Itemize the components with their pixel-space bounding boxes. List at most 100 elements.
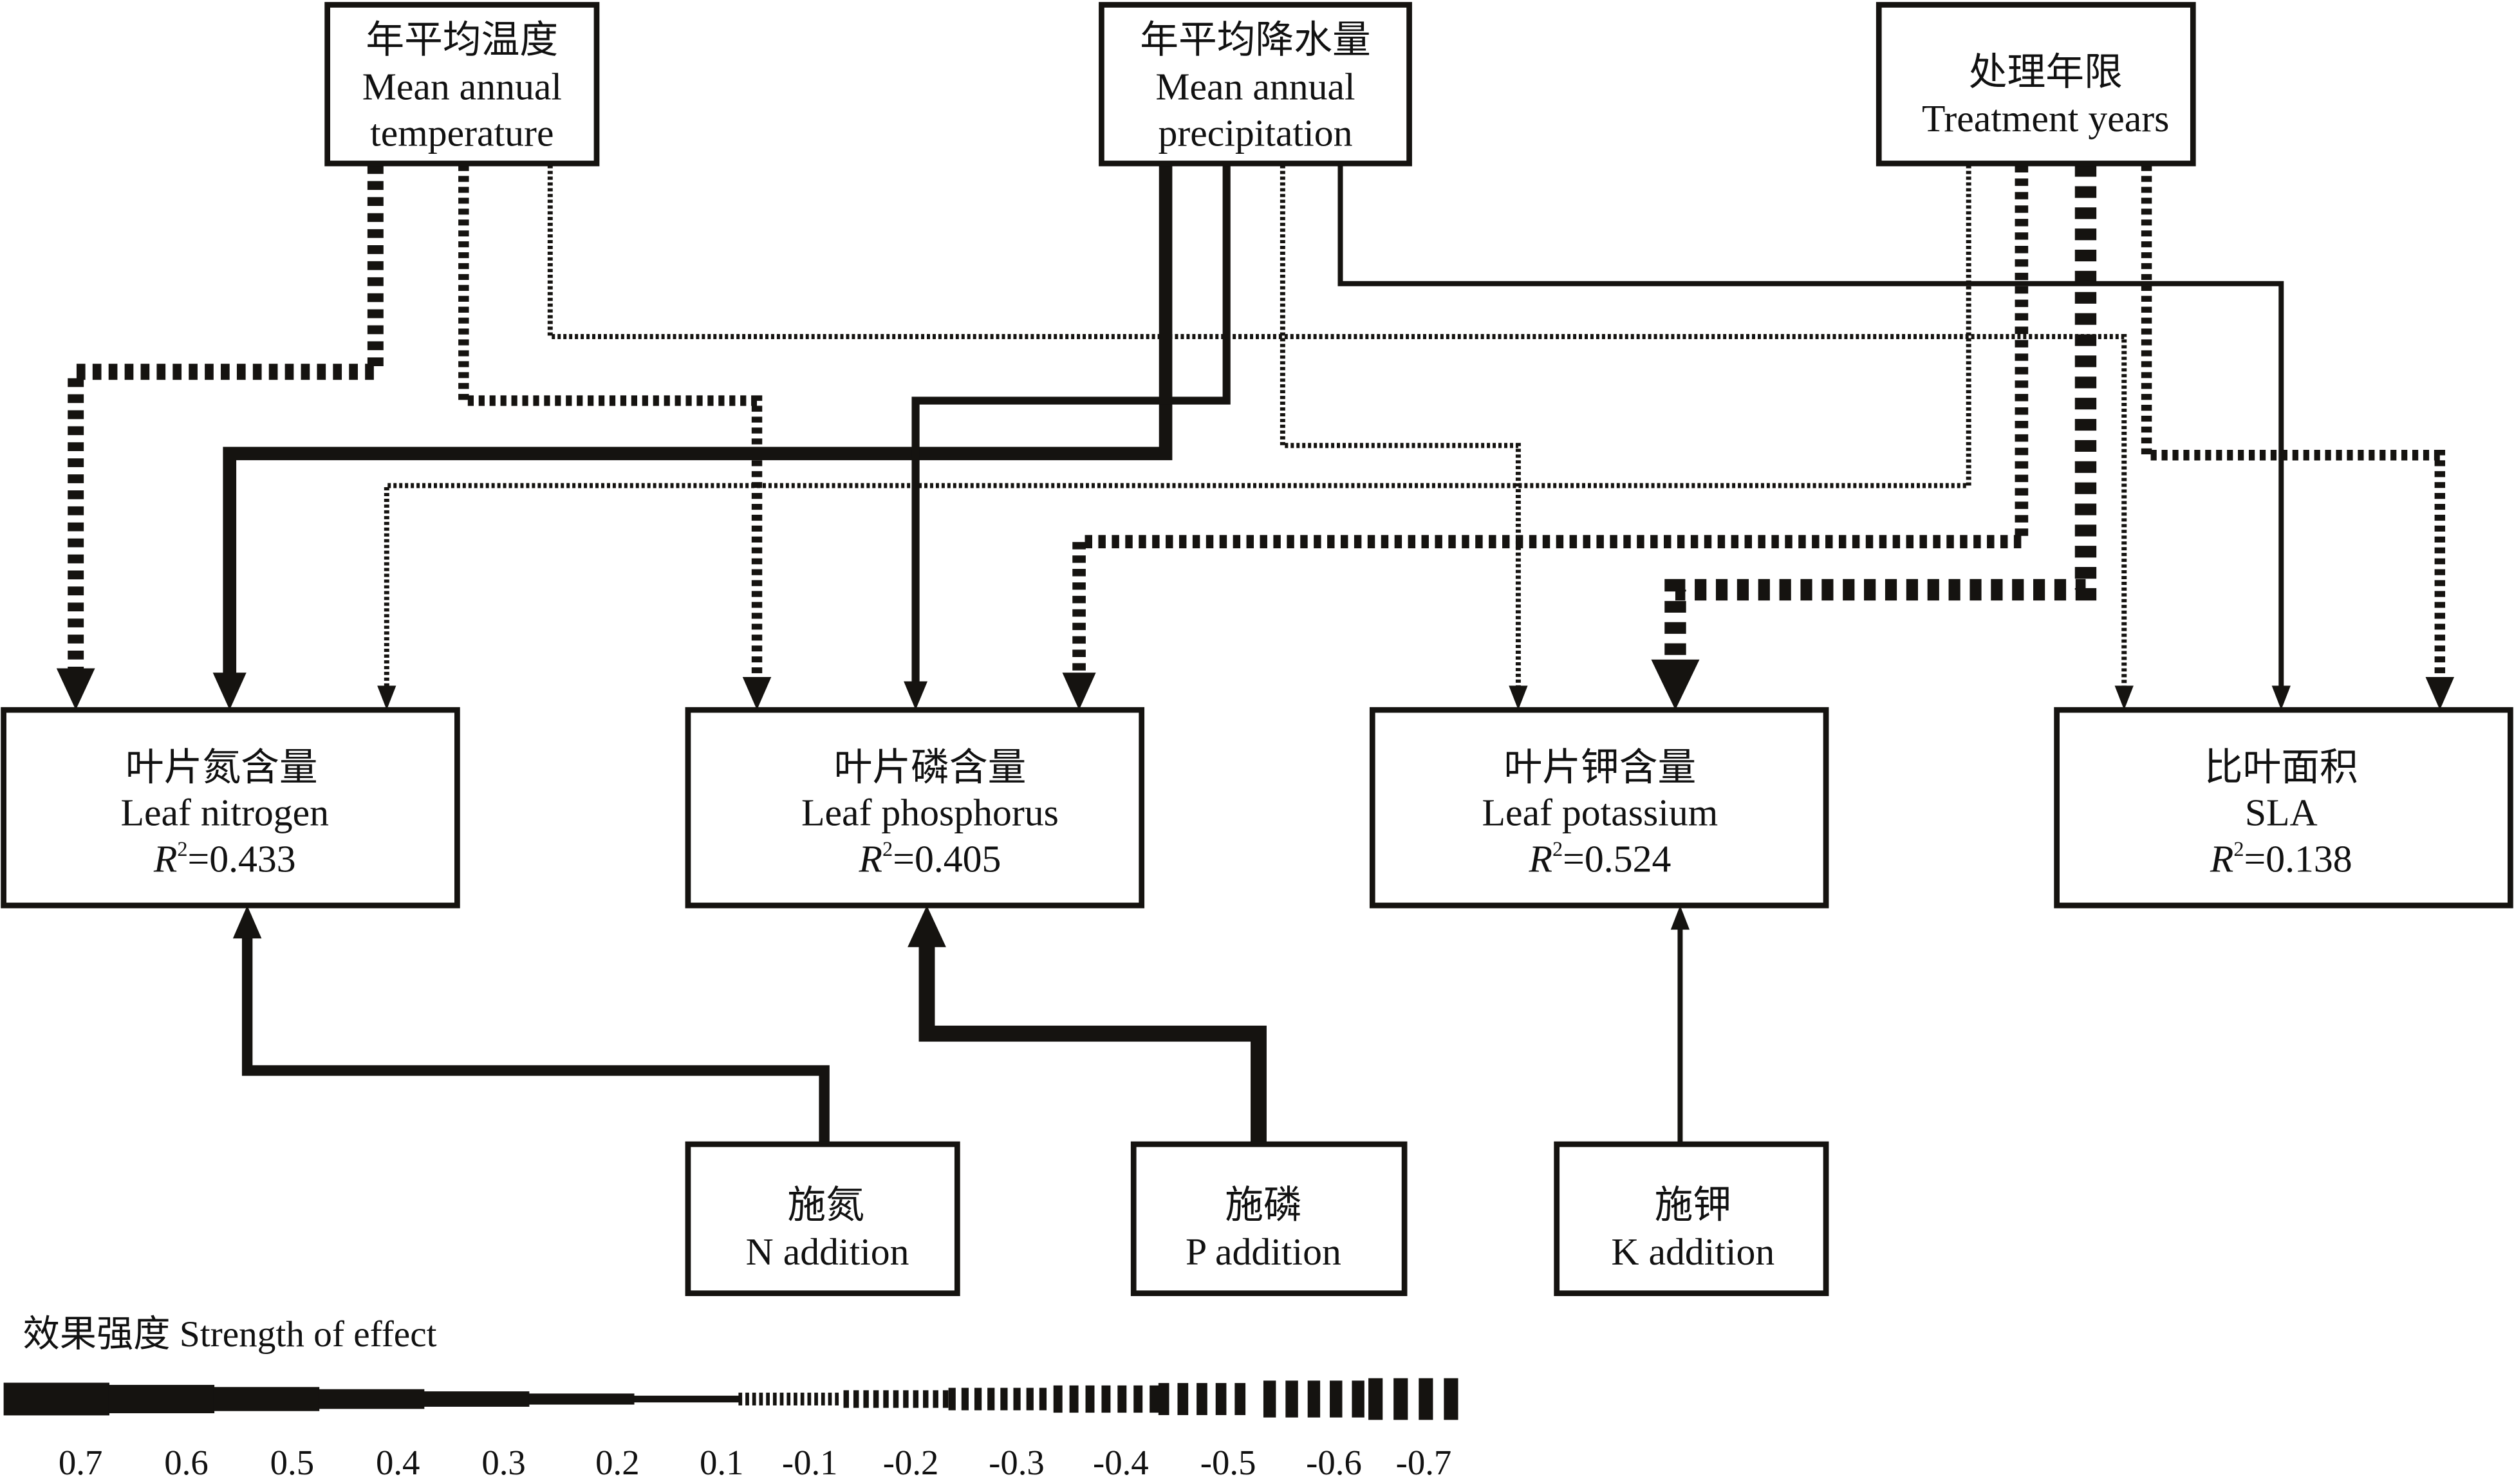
node-label-en: Leaf potassium (1482, 791, 1718, 833)
path-nadd-to-leafN[interactable] (232, 905, 830, 1145)
node-label-zh: 施磷 (1225, 1184, 1302, 1227)
legend-dash-mark (759, 1393, 763, 1405)
path-mat-to-sla[interactable] (547, 165, 2134, 710)
path-ty-to-leafK[interactable] (1651, 165, 2097, 710)
path-mat-to-leafP[interactable] (458, 165, 772, 710)
arrowhead-icon (1509, 685, 1528, 710)
legend-dash-mark (942, 1390, 949, 1408)
legend-dash-mark (752, 1393, 756, 1405)
node-label-zh: 比叶面积 (2204, 747, 2358, 789)
arrowhead-icon (2271, 685, 2291, 710)
legend-tick-label: -0.6 (1306, 1443, 1362, 1481)
legend-segment (1053, 1385, 1159, 1413)
node-leaf-nitrogen[interactable]: 叶片氮含量 Leaf nitrogen R2=0.433 (1, 707, 460, 909)
arrowhead-icon (908, 905, 946, 947)
node-box (1369, 707, 1829, 909)
path-ty-to-sla[interactable] (2141, 165, 2455, 710)
legend-dash-mark (1039, 1387, 1047, 1411)
legend-dash-mark (1285, 1380, 1298, 1418)
path-line (384, 165, 1971, 696)
node-mean-annual-precipitation[interactable]: 年平均降水量 Mean annual precipitation (1099, 2, 1412, 167)
legend-tick-label: 0.2 (595, 1443, 639, 1481)
node-box (1876, 2, 2196, 167)
path-padd-to-leafP[interactable] (908, 905, 1267, 1145)
legend-title: 效果强度 Strength of effect (23, 1314, 437, 1355)
path-kadd-to-leafK[interactable] (1670, 905, 1690, 1145)
legend-segment (633, 1395, 740, 1403)
path-mat-to-leafN[interactable] (56, 165, 384, 710)
node-n-addition[interactable]: 施氮 N addition (685, 1141, 960, 1296)
node-sla[interactable]: 比叶面积 SLA R2=0.138 (2054, 707, 2513, 909)
r-squared: R2=0.433 (153, 838, 296, 880)
node-box (324, 2, 600, 167)
arrowhead-icon (742, 676, 772, 710)
node-k-addition[interactable]: 施钾 K addition (1554, 1141, 1829, 1296)
legend-tick-label: 0.3 (481, 1443, 525, 1481)
legend-tick-label: -0.1 (782, 1443, 838, 1481)
node-label-zh: 年平均温度 (366, 19, 558, 61)
node-label-en: Treatment years (1922, 97, 2169, 140)
legend-dash-mark (1393, 1378, 1408, 1420)
path-map-to-leafP[interactable] (904, 165, 1231, 710)
node-leaf-phosphorus[interactable]: 叶片磷含量 Leaf phosphorus R2=0.405 (685, 707, 1145, 909)
node-p-addition[interactable]: 施磷 P addition (1130, 1141, 1408, 1296)
node-label-en: Leaf phosphorus (801, 791, 1059, 833)
legend-dash-mark (1215, 1383, 1227, 1415)
legend-solid-bar (528, 1393, 635, 1405)
legend-dash-mark (787, 1393, 791, 1405)
legend-tick-label: -0.4 (1093, 1443, 1149, 1481)
legend-solid-bar (424, 1391, 530, 1407)
path-line (1664, 165, 2097, 673)
legend-dash-mark (1352, 1380, 1364, 1418)
arrowhead-icon (1651, 659, 1700, 710)
path-map-to-leafN[interactable] (212, 165, 1173, 710)
node-label-en: SLA (2245, 791, 2318, 833)
node-leaf-potassium[interactable]: 叶片钾含量 Leaf potassium R2=0.524 (1369, 707, 1829, 909)
legend-tick-label: 0.1 (700, 1443, 743, 1481)
node-label-en: Leaf nitrogen (121, 791, 330, 833)
legend-tick-label: 0.7 (59, 1443, 102, 1481)
legend-dash-mark (873, 1390, 879, 1408)
path-line (1072, 165, 2029, 689)
legend-solid-bar (633, 1395, 740, 1403)
path-line (2141, 165, 2446, 686)
legend-solid-bar (213, 1387, 320, 1411)
node-box (2054, 707, 2513, 909)
node-label-zh: 施钾 (1655, 1184, 1732, 1227)
legend-dash-mark (835, 1393, 839, 1405)
legend-segment (213, 1387, 320, 1411)
legend-segment (318, 1389, 425, 1409)
node-box (1130, 1141, 1408, 1296)
legend-dash-mark (779, 1393, 784, 1405)
node-label-zh: 年平均降水量 (1140, 19, 1371, 61)
legend-tick-label: 0.4 (376, 1443, 420, 1481)
path-line (241, 937, 830, 1145)
path-map-to-sla[interactable] (1337, 165, 2291, 710)
node-treatment-years[interactable]: 处理年限 Treatment years (1876, 2, 2196, 167)
legend-segment (1158, 1383, 1246, 1415)
path-ty-to-leafP[interactable] (1062, 165, 2029, 710)
legend-dash-mark (923, 1390, 929, 1408)
node-mean-annual-temperature[interactable]: 年平均温度 Mean annual temperature (324, 2, 600, 167)
legend-segment (1263, 1380, 1364, 1418)
legend-dash-mark (1026, 1387, 1034, 1411)
legend-dash-mark (1053, 1385, 1063, 1413)
legend-dash-mark (903, 1390, 909, 1408)
path-line (911, 165, 1231, 696)
legend-dash-mark (1419, 1378, 1433, 1420)
path-map-to-leafK[interactable] (1280, 165, 1528, 710)
legend-segment (1368, 1378, 1458, 1420)
legend-dash-mark (1013, 1387, 1021, 1411)
node-label-en: Mean annual (1155, 65, 1355, 107)
legend-segment (424, 1391, 530, 1407)
r-squared: R2=0.138 (2210, 838, 2352, 880)
r-squared: R2=0.524 (1529, 838, 1671, 880)
node-label-en: temperature (370, 112, 554, 154)
node-label-en: precipitation (1159, 112, 1353, 154)
path-ty-to-leafN[interactable] (377, 165, 1971, 710)
legend-segment (738, 1393, 839, 1405)
legend-dash-mark (1133, 1385, 1143, 1413)
legend-dash-mark (814, 1393, 818, 1405)
